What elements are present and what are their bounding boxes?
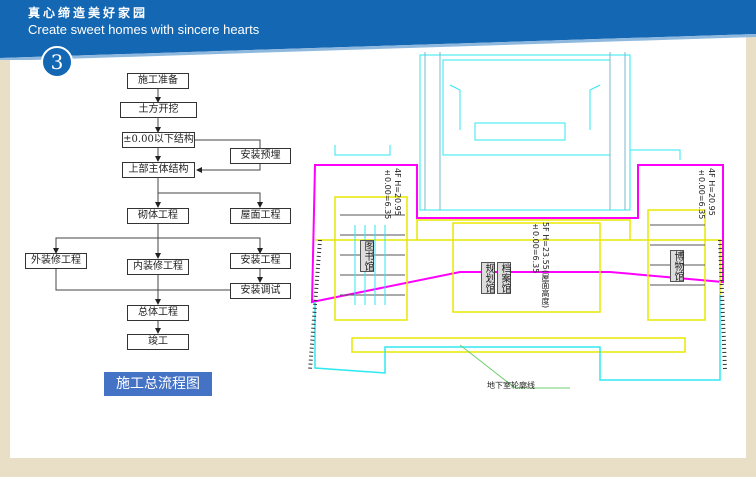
header-slogan-en: Create sweet homes with sincere hearts bbox=[28, 22, 260, 37]
flowchart-connectors bbox=[53, 88, 263, 334]
flowchart-title: 施工总流程图 bbox=[104, 372, 212, 396]
archive-label: 档案馆 bbox=[497, 262, 511, 294]
step-install: 安装工程 bbox=[230, 253, 291, 269]
step-embed: 安装预埋 bbox=[230, 148, 291, 164]
library-label: 图书馆 bbox=[360, 240, 374, 272]
header-band bbox=[0, 0, 756, 60]
step-masonry: 砌体工程 bbox=[127, 208, 189, 224]
right-wing-elevation-note: 4F H=20.95 ±0.00=6.35 bbox=[697, 168, 716, 220]
header-slogan-cn: 真心缔造美好家园 bbox=[28, 6, 149, 20]
step-exterior: 外装修工程 bbox=[25, 253, 87, 269]
step-complete: 竣工 bbox=[127, 334, 189, 350]
step-interior: 内装修工程 bbox=[127, 259, 189, 275]
center-elevation-note: 5F H=23.55(屋面高度) ±0.00=6.35 bbox=[531, 222, 550, 309]
section-number-badge: 3 bbox=[41, 46, 73, 78]
step-overall: 总体工程 bbox=[127, 305, 189, 321]
step-superstructure: 上部主体结构 bbox=[122, 162, 195, 178]
planning-label: 规划馆 bbox=[481, 262, 495, 294]
museum-label: 博物馆 bbox=[670, 250, 684, 282]
step-earthwork: 土方开挖 bbox=[120, 102, 197, 118]
step-substructure: ±0.00以下结构 bbox=[122, 132, 195, 148]
step-roof: 屋面工程 bbox=[230, 208, 291, 224]
left-wing-elevation-note: 4F H=20.95 ±0.00=6.35 bbox=[383, 168, 402, 220]
floor-plan-drawing bbox=[308, 52, 727, 389]
step-prep: 施工准备 bbox=[127, 73, 189, 89]
step-commission: 安装调试 bbox=[230, 283, 291, 299]
basement-outline-label: 地下室轮廓线 bbox=[487, 381, 535, 390]
